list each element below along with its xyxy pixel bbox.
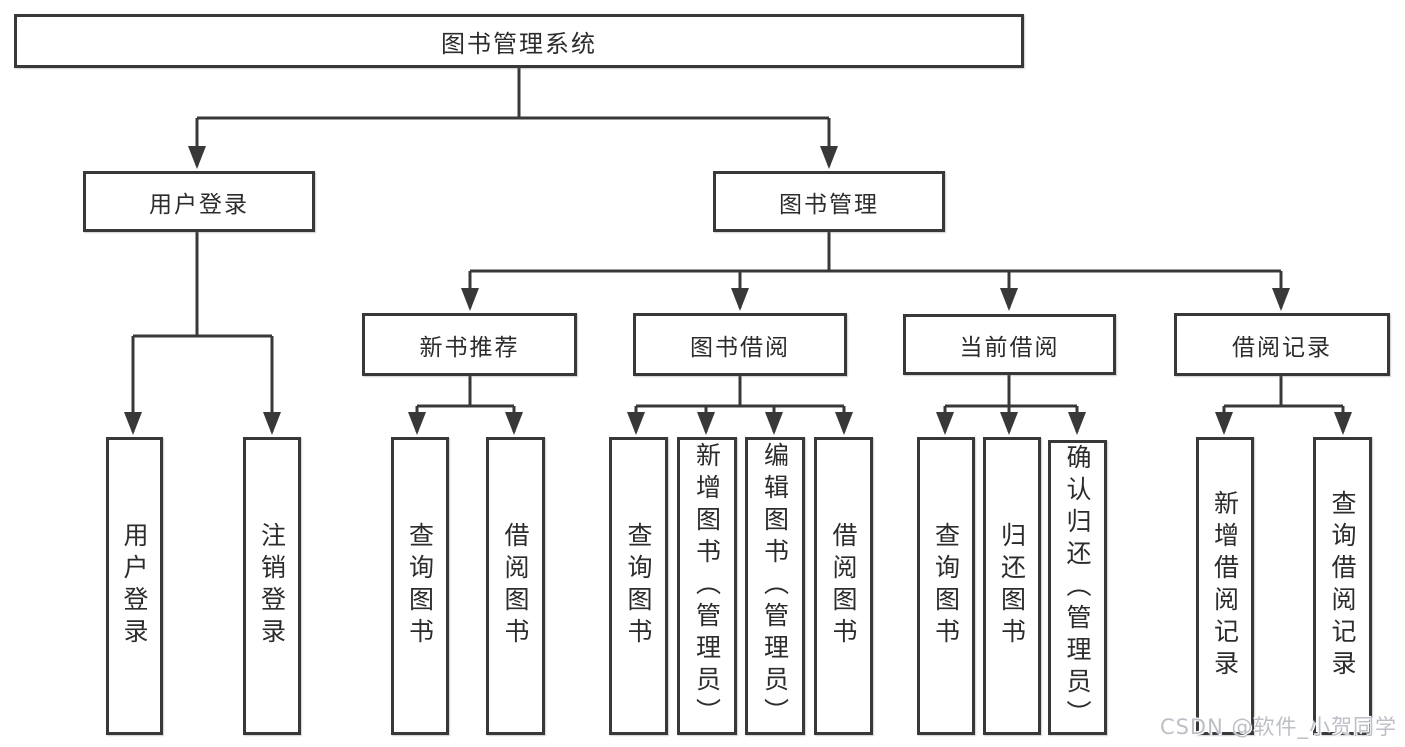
branch-book-borrow: 图书借阅 xyxy=(633,313,847,376)
leaf-add-book-admin: 新增图书（管理员） xyxy=(677,437,737,735)
leaf-user-login: 用户登录 xyxy=(106,437,163,735)
branch-current-borrow-label: 当前借阅 xyxy=(959,334,1060,361)
leaf-logout: 注销登录 xyxy=(243,437,301,735)
root-box-label: 图书管理系统 xyxy=(441,29,597,58)
leaf-query-borrow-record: 查询借阅记录 xyxy=(1313,437,1372,735)
leaf-query-borrow-record-label: 查询借阅记录 xyxy=(1328,490,1357,682)
leaf-borrow-books-recommend: 借阅图书 xyxy=(486,437,545,735)
root-box: 图书管理系统 xyxy=(14,14,1024,68)
leaf-query-books-current: 查询图书 xyxy=(917,437,975,735)
csdn-watermark: CSDN @软件_小贺同学 xyxy=(1159,715,1397,739)
leaf-query-books-borrow-label: 查询图书 xyxy=(624,522,653,650)
leaf-edit-book-admin-label: 编辑图书（管理员） xyxy=(760,442,790,730)
leaf-logout-label: 注销登录 xyxy=(257,522,287,650)
leaf-edit-book-admin: 编辑图书（管理员） xyxy=(745,437,805,735)
branch-current-borrow: 当前借阅 xyxy=(903,314,1116,375)
leaf-add-book-admin-label: 新增图书（管理员） xyxy=(692,442,722,730)
leaf-return-book: 归还图书 xyxy=(983,437,1041,735)
leaf-confirm-return-admin: 确认归还（管理员） xyxy=(1048,440,1107,735)
leaf-query-books-recommend-label: 查询图书 xyxy=(405,522,435,650)
leaf-return-book-label: 归还图书 xyxy=(997,522,1027,650)
branch-new-book-recommend: 新书推荐 xyxy=(362,313,577,376)
branch-user-login-label: 用户登录 xyxy=(149,191,249,218)
branch-book-management-label: 图书管理 xyxy=(779,191,879,218)
leaf-query-books-borrow: 查询图书 xyxy=(609,437,668,735)
leaf-query-books-recommend: 查询图书 xyxy=(391,437,449,735)
leaf-borrow-books-borrow-label: 借阅图书 xyxy=(829,522,858,650)
leaf-borrow-books-recommend-label: 借阅图书 xyxy=(501,522,530,650)
leaf-add-borrow-record: 新增借阅记录 xyxy=(1196,437,1254,735)
branch-book-borrow-label: 图书借阅 xyxy=(690,334,790,361)
branch-user-login: 用户登录 xyxy=(83,171,315,232)
leaf-query-books-current-label: 查询图书 xyxy=(931,522,961,650)
leaf-borrow-books-borrow: 借阅图书 xyxy=(814,437,873,735)
leaf-user-login-label: 用户登录 xyxy=(120,522,149,650)
leaf-confirm-return-admin-label: 确认归还（管理员） xyxy=(1063,443,1092,732)
branch-book-management: 图书管理 xyxy=(713,171,945,232)
branch-borrow-records: 借阅记录 xyxy=(1174,313,1390,376)
leaf-add-borrow-record-label: 新增借阅记录 xyxy=(1210,490,1240,682)
branch-new-book-recommend-label: 新书推荐 xyxy=(419,334,520,361)
branch-borrow-records-label: 借阅记录 xyxy=(1232,334,1332,361)
